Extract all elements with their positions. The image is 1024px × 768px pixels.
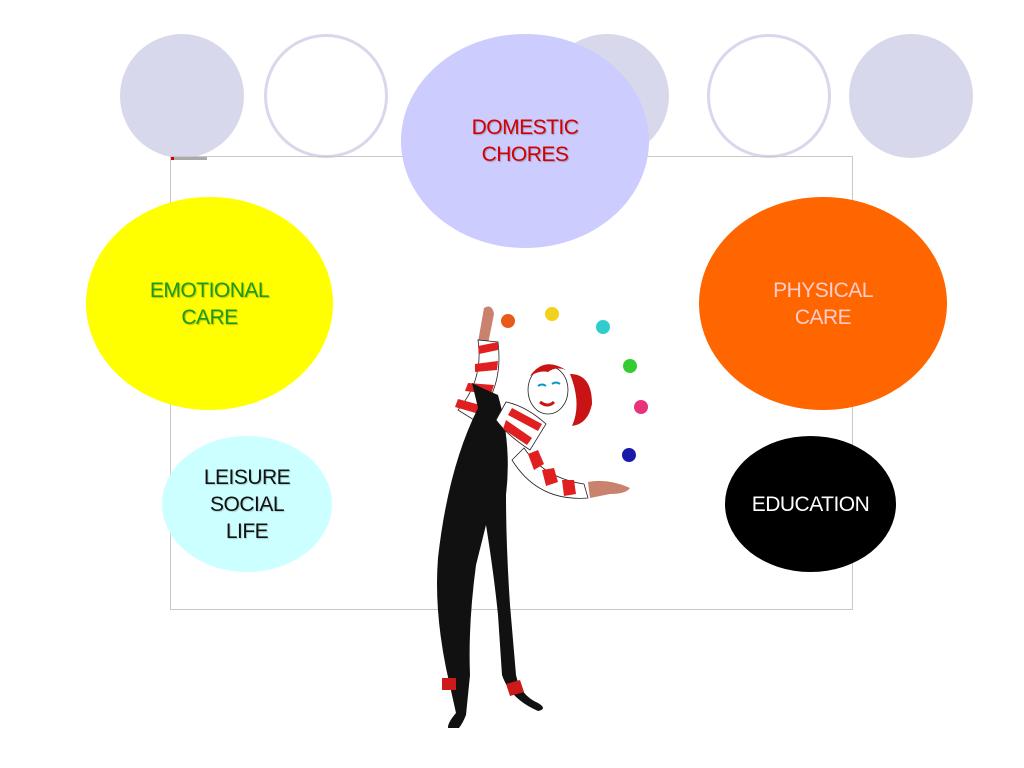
mime-head <box>527 364 592 426</box>
body-silhouette <box>437 383 543 728</box>
education-bubble: EDUCATION <box>725 436 896 572</box>
ball-yellow-icon <box>545 307 559 321</box>
ball-cyan-icon <box>596 320 610 334</box>
frame-corner-mark <box>171 157 207 160</box>
ball-pink-icon <box>634 400 648 414</box>
decorative-ring <box>264 34 388 158</box>
ball-orange-icon <box>501 314 515 328</box>
decorative-ring <box>707 34 831 158</box>
ball-blue-icon <box>622 448 636 462</box>
emotional-care-bubble: EMOTIONAL CARE <box>86 197 333 410</box>
juggling-mime-icon <box>437 306 648 728</box>
leisure-social-life-bubble: LEISURE SOCIAL LIFE <box>162 436 332 572</box>
extended-arm <box>511 447 589 499</box>
ball-green-icon <box>623 359 637 373</box>
decorative-circle <box>120 34 244 158</box>
physical-care-bubble: PHYSICAL CARE <box>699 197 947 410</box>
domestic-chores-bubble: DOMESTIC CHORES <box>401 34 649 248</box>
decorative-circle <box>849 34 973 158</box>
